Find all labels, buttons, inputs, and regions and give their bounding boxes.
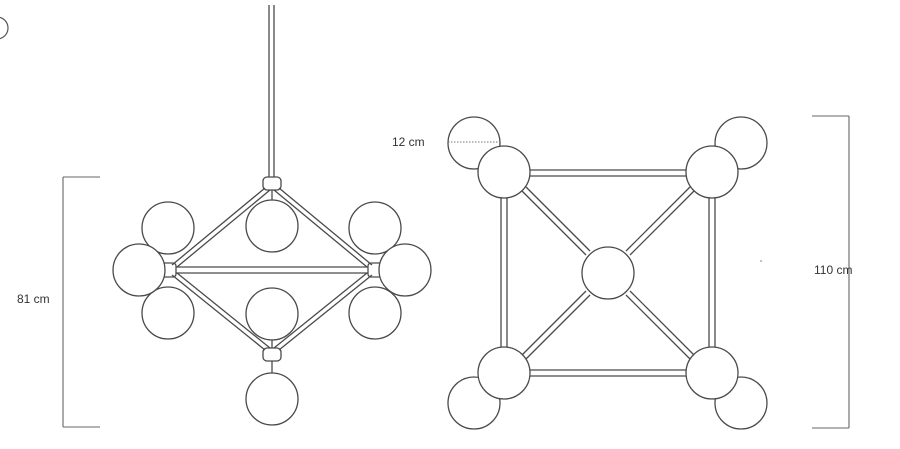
diagonal-braces [521, 186, 695, 360]
globe-right-bottom [348, 286, 402, 340]
width-label: 110 cm [814, 263, 853, 277]
top-view [447, 116, 768, 430]
top-connector [262, 176, 282, 191]
globe-left-bottom [141, 286, 195, 340]
globe-inner-bottom [245, 287, 299, 341]
globe-bottom [245, 372, 299, 426]
globe-inner-top [245, 199, 299, 253]
globe-diameter-label: 12 cm [392, 135, 425, 149]
side-view [112, 5, 432, 426]
stray-dot [760, 260, 762, 262]
width-dimension-line [812, 115, 850, 429]
globe-corner-top-right [685, 145, 739, 199]
square-frame [500, 169, 716, 377]
height-label: 81 cm [17, 292, 50, 306]
globe-right-outer [378, 243, 432, 297]
corner-mark [0, 16, 9, 40]
globe-right-top [348, 201, 402, 255]
globe-center [581, 246, 635, 300]
globe-corner-bottom-right [685, 346, 739, 400]
globe-left-top [141, 201, 195, 255]
diamond-frame [171, 187, 373, 351]
globe-corner-bottom-left [477, 346, 531, 400]
bottom-connector [262, 347, 282, 362]
globe-left-outer [112, 243, 166, 297]
globe-corner-top-left [477, 145, 531, 199]
height-dimension-line [62, 176, 100, 428]
